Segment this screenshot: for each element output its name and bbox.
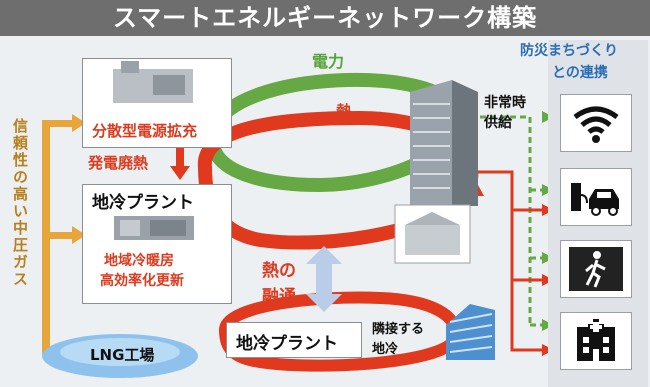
emergency-label-line1: 非常時 xyxy=(484,95,526,111)
emergency-exit-icon xyxy=(585,251,606,288)
gas-supply-label: 信頼性の高い中圧ガス xyxy=(11,118,29,288)
adjacent-label-line1: 隣接する xyxy=(372,322,425,337)
ev-card xyxy=(560,168,632,226)
plant-caption-line1: 地域冷暖房 xyxy=(104,253,174,269)
exit-card xyxy=(560,240,632,298)
wifi-card xyxy=(560,94,632,152)
plant-bottom-box xyxy=(226,322,362,358)
interchange-label-line2: 融通 xyxy=(262,287,296,307)
emergency-electric-lines xyxy=(480,115,548,327)
interchange-label-line1: 熱の xyxy=(262,261,296,281)
gas-supply-lines xyxy=(42,114,86,355)
adjacent-building xyxy=(446,304,495,360)
page-title: スマートエネルギーネットワーク構築 xyxy=(0,0,650,36)
waste-heat-label: 発電廃熱 xyxy=(88,154,149,172)
waste-heat-arrow xyxy=(170,146,190,180)
plant-caption-line2: 高効率化更新 xyxy=(100,273,184,289)
hospital-card xyxy=(560,312,632,370)
panel-heading-line2: との連携 xyxy=(552,65,608,81)
hospital-icon xyxy=(577,319,615,361)
panel-heading-line1: 防災まちづくり xyxy=(520,43,618,59)
generator-icon xyxy=(113,61,193,103)
emergency-label-line2: 供給 xyxy=(484,115,512,131)
adjacent-label-line2: 地冷 xyxy=(372,342,399,357)
lng-plant-shape xyxy=(42,334,198,378)
heat-interchange-arrow xyxy=(306,246,342,312)
wifi-icon xyxy=(573,106,619,143)
distributed-power-label: 分散型電源拡充 xyxy=(92,122,198,140)
plant-top-box xyxy=(82,184,232,304)
plant-top-label: 地冷プラント xyxy=(92,193,194,213)
office-building xyxy=(410,80,478,206)
lng-label: LNG工場 xyxy=(90,346,155,364)
electricity-label: 電力 xyxy=(312,52,345,71)
heat-label: 熱 xyxy=(336,102,353,121)
chiller-icon xyxy=(114,216,194,240)
ev-charging-icon xyxy=(571,183,619,216)
distributed-power-box xyxy=(82,58,232,148)
plant-photo xyxy=(394,204,471,264)
plant-bottom-label: 地冷プラント xyxy=(236,334,338,354)
